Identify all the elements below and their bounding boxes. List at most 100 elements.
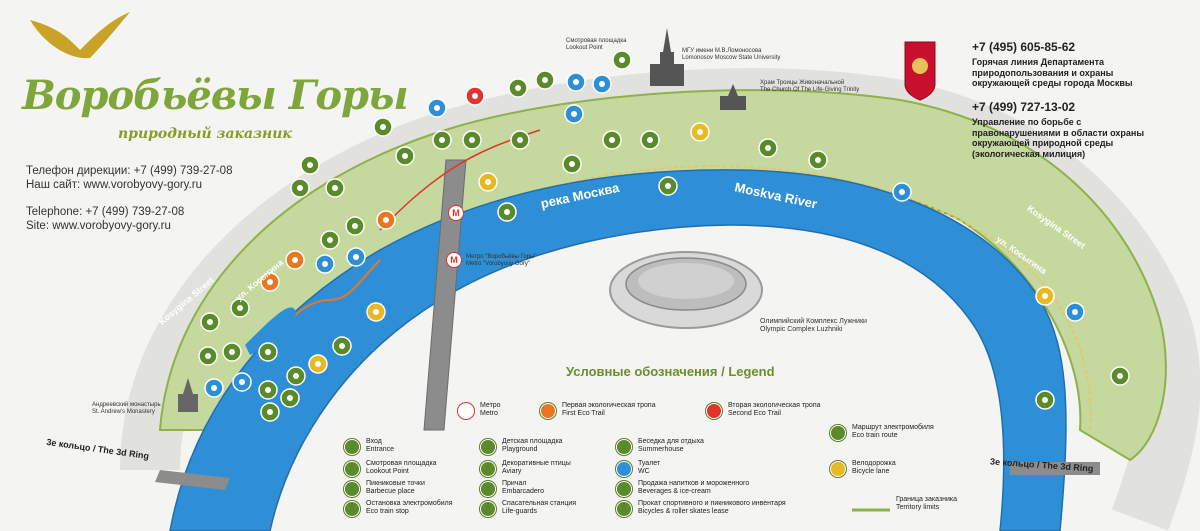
msu-building-icon bbox=[650, 28, 684, 86]
legend-label-en: Life-guards bbox=[502, 508, 538, 515]
poi-symbol-icon bbox=[515, 85, 521, 91]
legend-label-ru: Вторая экологическая тропа bbox=[728, 402, 821, 409]
poi-symbol-icon bbox=[504, 209, 510, 215]
wc-icon bbox=[616, 461, 632, 477]
poi-symbol-icon bbox=[353, 254, 359, 260]
poi-symbol-icon bbox=[239, 379, 245, 385]
poi-symbol-icon bbox=[485, 179, 491, 185]
poi-symbol-icon bbox=[573, 79, 579, 85]
monastery-label: Андреевский монастырь St. Andrew's Monas… bbox=[92, 402, 161, 415]
poi-symbol-icon bbox=[229, 349, 235, 355]
luzhniki-label: Олимпийский Комплекс Лужники Olympic Com… bbox=[760, 318, 867, 333]
legend-label-ru: Туалет bbox=[638, 460, 661, 467]
phone-en: Telephone: +7 (499) 739-27-08 bbox=[26, 206, 185, 218]
poi-symbol-icon bbox=[307, 162, 313, 168]
rental-icon bbox=[616, 501, 632, 517]
hotline-phone-1: +7 (495) 605-85-62 bbox=[972, 40, 1076, 54]
poi-symbol-icon bbox=[293, 373, 299, 379]
legend-label-ru: Граница заказника bbox=[896, 496, 958, 503]
church-label: Храм Троицы Живоначальной The Church Of … bbox=[760, 80, 860, 93]
legend-label-ru: Беседка для отдыха bbox=[638, 438, 704, 445]
metro-label: Метро "Воробьёвы Горы" Metro "Vorobyovy … bbox=[466, 254, 537, 267]
metro-icon[interactable]: M bbox=[448, 205, 464, 221]
lifeguard-icon bbox=[480, 501, 496, 517]
poi-symbol-icon bbox=[211, 385, 217, 391]
hotline-text-1: Горячая линия Департамента природопользо… bbox=[972, 57, 1133, 88]
msu-label: МГУ имени М.В.Ломоносова Lomonosov Mosco… bbox=[682, 48, 781, 61]
poi-symbol-icon bbox=[472, 93, 478, 99]
poi-symbol-icon bbox=[315, 361, 321, 367]
hotline-text-2: Управление по борьбе с правонарушениями … bbox=[972, 117, 1145, 159]
metro-bridge bbox=[423, 159, 467, 431]
legend-label-ru: Детская площадка bbox=[502, 438, 563, 445]
site-ru: Наш сайт: www.vorobyovy-gory.ru bbox=[26, 179, 203, 191]
poi-symbol-icon bbox=[1072, 309, 1078, 315]
poi-symbol-icon bbox=[571, 111, 577, 117]
poi-symbol-icon bbox=[434, 105, 440, 111]
poi-symbol-icon bbox=[265, 349, 271, 355]
poi-symbol-icon bbox=[332, 185, 338, 191]
entrance-icon bbox=[344, 439, 360, 455]
train-stop-icon bbox=[344, 501, 360, 517]
phone-ru: Телефон дирекции: +7 (499) 739-27-08 bbox=[26, 165, 233, 177]
bicycle-icon bbox=[830, 461, 846, 477]
legend-label-ru: Пикниковые точки bbox=[366, 480, 425, 487]
legend-label-ru: Причал bbox=[502, 480, 527, 487]
legend-label-ru: Смотровая площадка bbox=[366, 460, 437, 467]
poi-symbol-icon bbox=[207, 319, 213, 325]
lookout-label: Смотровая площадка Lookout Point bbox=[566, 38, 627, 51]
poi-symbol-icon bbox=[402, 153, 408, 159]
legend-label-en: First Eco Trail bbox=[562, 410, 605, 417]
poi-symbol-icon bbox=[1042, 397, 1048, 403]
poi-symbol-icon bbox=[517, 137, 523, 143]
poi-symbol-icon bbox=[542, 77, 548, 83]
legend-label-en: Second Eco Trail bbox=[728, 410, 781, 417]
legend-label-en: Beverages & ice-cream bbox=[638, 488, 711, 495]
legend-label-en: Bicycles & roller skates lease bbox=[638, 508, 729, 515]
pier-icon bbox=[480, 481, 496, 497]
poi-symbol-icon bbox=[339, 343, 345, 349]
metro-icon[interactable]: M bbox=[446, 252, 462, 268]
site-en: Site: www.vorobyovy-gory.ru bbox=[26, 220, 171, 232]
poi-symbol-icon bbox=[267, 409, 273, 415]
legend-label-ru: Декоративные птицы bbox=[502, 460, 571, 467]
playground-icon bbox=[480, 439, 496, 455]
legend-label-en: Eco train route bbox=[852, 432, 898, 439]
legend-label-en: Embarcadero bbox=[502, 488, 545, 495]
poi-symbol-icon bbox=[647, 137, 653, 143]
legend-label-ru: Первая экологическая тропа bbox=[562, 402, 656, 409]
legend-label-en: Lookout Point bbox=[366, 468, 409, 475]
legend-label-ru: Метро bbox=[480, 402, 501, 409]
legend-label-en: Aviary bbox=[502, 468, 522, 475]
legend-label-en: Metro bbox=[480, 410, 498, 417]
eco-train-route-icon bbox=[830, 425, 846, 441]
legend-label-en: WC bbox=[638, 468, 650, 475]
poi-symbol-icon bbox=[237, 305, 243, 311]
park-title: Воробьёвы Горы bbox=[22, 72, 409, 119]
poi-symbol-icon bbox=[267, 279, 273, 285]
barbecue-icon bbox=[344, 481, 360, 497]
park-subtitle: природный заказник bbox=[118, 126, 292, 142]
legend-label-en: Eco train stop bbox=[366, 508, 409, 515]
poi-symbol-icon bbox=[815, 157, 821, 163]
poi-symbol-icon bbox=[327, 237, 333, 243]
legend-label-en: Playground bbox=[502, 446, 538, 453]
trail-1-icon bbox=[540, 403, 556, 419]
poi-symbol-icon bbox=[469, 137, 475, 143]
church-icon bbox=[720, 84, 746, 110]
monastery-icon bbox=[178, 378, 198, 412]
poi-symbol-icon bbox=[569, 161, 575, 167]
poi-symbol-icon bbox=[599, 81, 605, 87]
trail-2-icon bbox=[706, 403, 722, 419]
legend-label-ru: Маршрут электромобиля bbox=[852, 424, 934, 431]
poi-symbol-icon bbox=[619, 57, 625, 63]
poi-symbol-icon bbox=[665, 183, 671, 189]
hotline-phone-2: +7 (499) 727-13-02 bbox=[972, 100, 1076, 114]
summerhouse-icon bbox=[616, 439, 632, 455]
legend-label-en: Entrance bbox=[366, 446, 395, 453]
legend-label-en: Territory limits bbox=[896, 504, 940, 511]
poi-symbol-icon bbox=[383, 217, 389, 223]
aviary-icon bbox=[480, 461, 496, 477]
legend-label-ru: Остановка электромобиля bbox=[366, 500, 453, 507]
